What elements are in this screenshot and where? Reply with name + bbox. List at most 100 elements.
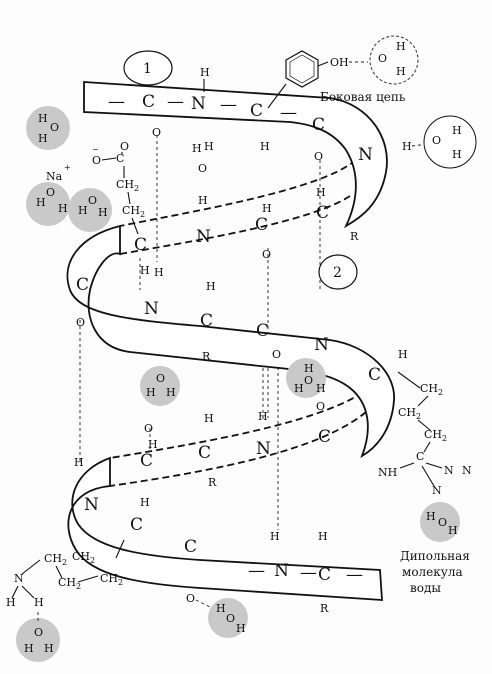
backbone-bond: —: [280, 103, 297, 123]
water-molecule: [26, 182, 70, 226]
water-h: H: [44, 642, 54, 655]
atom-o: O: [76, 316, 85, 329]
atom-c: C: [116, 152, 124, 165]
back-strand-1b: [119, 195, 351, 255]
atom-o: O: [316, 400, 325, 413]
water-molecule-outline: [423, 115, 477, 169]
water-h: H: [316, 382, 326, 395]
subscript-2: 2: [416, 412, 421, 421]
backbone-atom-c: C: [142, 92, 155, 112]
charge-plus: +: [64, 163, 71, 172]
atom-h: H: [204, 412, 214, 425]
water-h: H: [452, 124, 462, 137]
h-bond-line: [195, 599, 213, 609]
subscript-2: 2: [442, 434, 447, 443]
atom-o: O: [144, 422, 153, 435]
bond-line: [399, 462, 415, 469]
ribbon-top: [83, 81, 388, 229]
water-h: H: [396, 65, 406, 78]
water-o: O: [198, 162, 207, 175]
atom-o: O: [262, 248, 271, 261]
bond-line: [21, 559, 41, 575]
atom-r: R: [320, 602, 329, 615]
water-h: H: [396, 40, 406, 53]
water-molecule: [208, 598, 248, 638]
atom-n: N: [14, 572, 24, 585]
group-ch2: CH: [420, 382, 438, 395]
water-molecule: [68, 188, 112, 232]
atom-o: O: [120, 140, 129, 153]
backbone-bond: —: [300, 563, 317, 583]
group-ch2: CH: [58, 576, 76, 589]
back-strand-2: [109, 385, 373, 459]
group-ch2: CH: [424, 428, 442, 441]
backbone-bond: —: [108, 92, 125, 112]
atom-h: H: [402, 140, 412, 153]
benzene-ring: [285, 50, 319, 88]
atom-h: H: [154, 266, 164, 279]
water-o: O: [50, 121, 59, 134]
atom-h: H: [398, 348, 408, 361]
atom-n: N: [462, 464, 472, 477]
atom-h: H: [206, 280, 216, 293]
atom-o: O: [186, 592, 195, 605]
atom-h: H: [140, 264, 150, 277]
backbone-atom-c: C: [368, 365, 381, 385]
bond-line: [417, 395, 429, 407]
water-h: H: [426, 510, 436, 523]
bond-line: [11, 585, 19, 599]
bond-line: [421, 465, 435, 487]
water-h: H: [24, 642, 34, 655]
water-h: H: [236, 622, 246, 635]
group-ch2: CH: [100, 572, 118, 585]
water-o: O: [46, 186, 55, 199]
atom-h: H: [140, 496, 150, 509]
water-molecule: [26, 106, 70, 150]
water-molecule: [286, 358, 326, 398]
water-o: O: [226, 612, 235, 625]
backbone-bond: —: [346, 565, 363, 585]
backbone-atom-c: C: [134, 235, 147, 255]
bond-line: [267, 83, 287, 109]
backbone-atom-n: N: [358, 145, 373, 165]
backbone-atom-c: C: [316, 203, 329, 223]
charge-minus: −: [92, 145, 99, 154]
water-h: H: [198, 194, 208, 207]
group-nh: NH: [378, 466, 397, 479]
atom-h: H: [148, 438, 158, 451]
water-h: H: [78, 204, 88, 217]
backbone-atom-c: C: [198, 443, 211, 463]
water-h: H: [166, 386, 176, 399]
backbone-atom-n: N: [256, 439, 271, 459]
water-o: O: [438, 516, 447, 529]
backbone-atom-c: C: [255, 215, 268, 235]
backbone-atom-n: N: [314, 335, 329, 355]
atom-h: H: [258, 410, 268, 423]
atom-oh: OH: [330, 56, 349, 69]
water-h: H: [38, 132, 48, 145]
atom-h: H: [6, 596, 16, 609]
bond-line: [131, 217, 139, 235]
water-h: H: [98, 206, 108, 219]
backbone-atom-n: N: [191, 94, 206, 114]
backbone-bond: —: [248, 561, 265, 581]
marker-label-1: 1: [143, 61, 152, 77]
water-o: O: [88, 194, 97, 207]
backbone-atom-n: N: [84, 495, 99, 515]
water-molecule-outline: [369, 35, 419, 85]
water-h: H: [204, 140, 214, 153]
backbone-atom-c: C: [200, 311, 213, 331]
group-ch2: CH: [116, 178, 134, 191]
atom-h: H: [74, 456, 84, 469]
ribbon-bottom: [67, 456, 383, 601]
marker-circle-2: [318, 254, 358, 290]
sodium-ion: Na: [46, 170, 63, 183]
group-ch2: CH: [398, 406, 416, 419]
group-ch2: CH: [44, 552, 62, 565]
water-molecule: [140, 366, 180, 406]
atom-h: H: [318, 530, 328, 543]
subscript-2: 2: [140, 210, 145, 219]
water-o: O: [378, 52, 387, 65]
backbone-bond: —: [220, 95, 237, 115]
